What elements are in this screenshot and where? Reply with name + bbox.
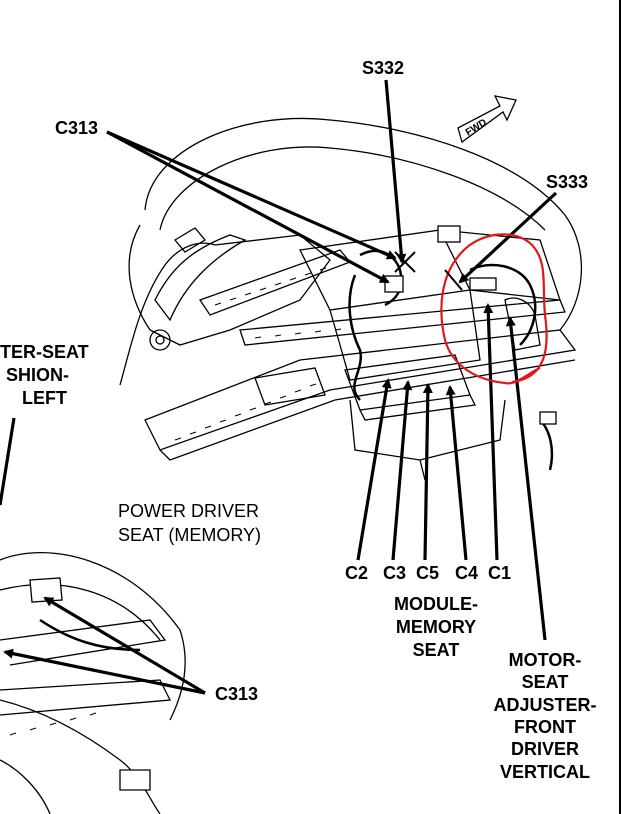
motor-label-line-6: VERTICAL [500, 762, 590, 782]
left-cut-label-line-1: TER-SEAT [0, 342, 89, 362]
lower-seat-drawing [0, 552, 186, 814]
page-edge [619, 0, 621, 814]
c313-top-label: C313 [55, 118, 99, 138]
motor-label-line-5: DRIVER [510, 739, 579, 759]
module-label-line-2: MEMORY [395, 617, 477, 637]
connector-label-c1: C1 [488, 563, 512, 583]
motor-label-line-1: MOTOR- [508, 650, 582, 670]
highlight-circle [440, 233, 548, 385]
connector-label-c2: C2 [345, 563, 369, 583]
connector-label-c4: C4 [455, 563, 479, 583]
motor-label-line-3: ADJUSTER- [493, 695, 597, 715]
motor-label-line-2: SEAT [521, 672, 569, 692]
x-marks [394, 251, 463, 291]
s333-label: S333 [546, 172, 589, 192]
leader-lines [0, 79, 558, 695]
power-seat-label-line-1: POWER DRIVER [118, 501, 260, 521]
module-label-line-3: SEAT [412, 640, 460, 660]
left-cut-label-line-3: LEFT [22, 388, 67, 408]
module-label-line-1: MODULE- [394, 594, 478, 614]
upper-seat-drawing [119, 117, 582, 481]
connector-label-c5: C5 [416, 563, 440, 583]
left-cut-label-line-2: SHION- [6, 365, 69, 385]
power-seat-label-line-2: SEAT (MEMORY) [118, 525, 262, 545]
fwd-arrow [457, 95, 517, 144]
c313-bottom-label: C313 [215, 684, 259, 704]
s332-label: S332 [362, 58, 405, 78]
connector-label-c3: C3 [383, 563, 407, 583]
motor-label-line-4: FRONT [514, 717, 576, 737]
